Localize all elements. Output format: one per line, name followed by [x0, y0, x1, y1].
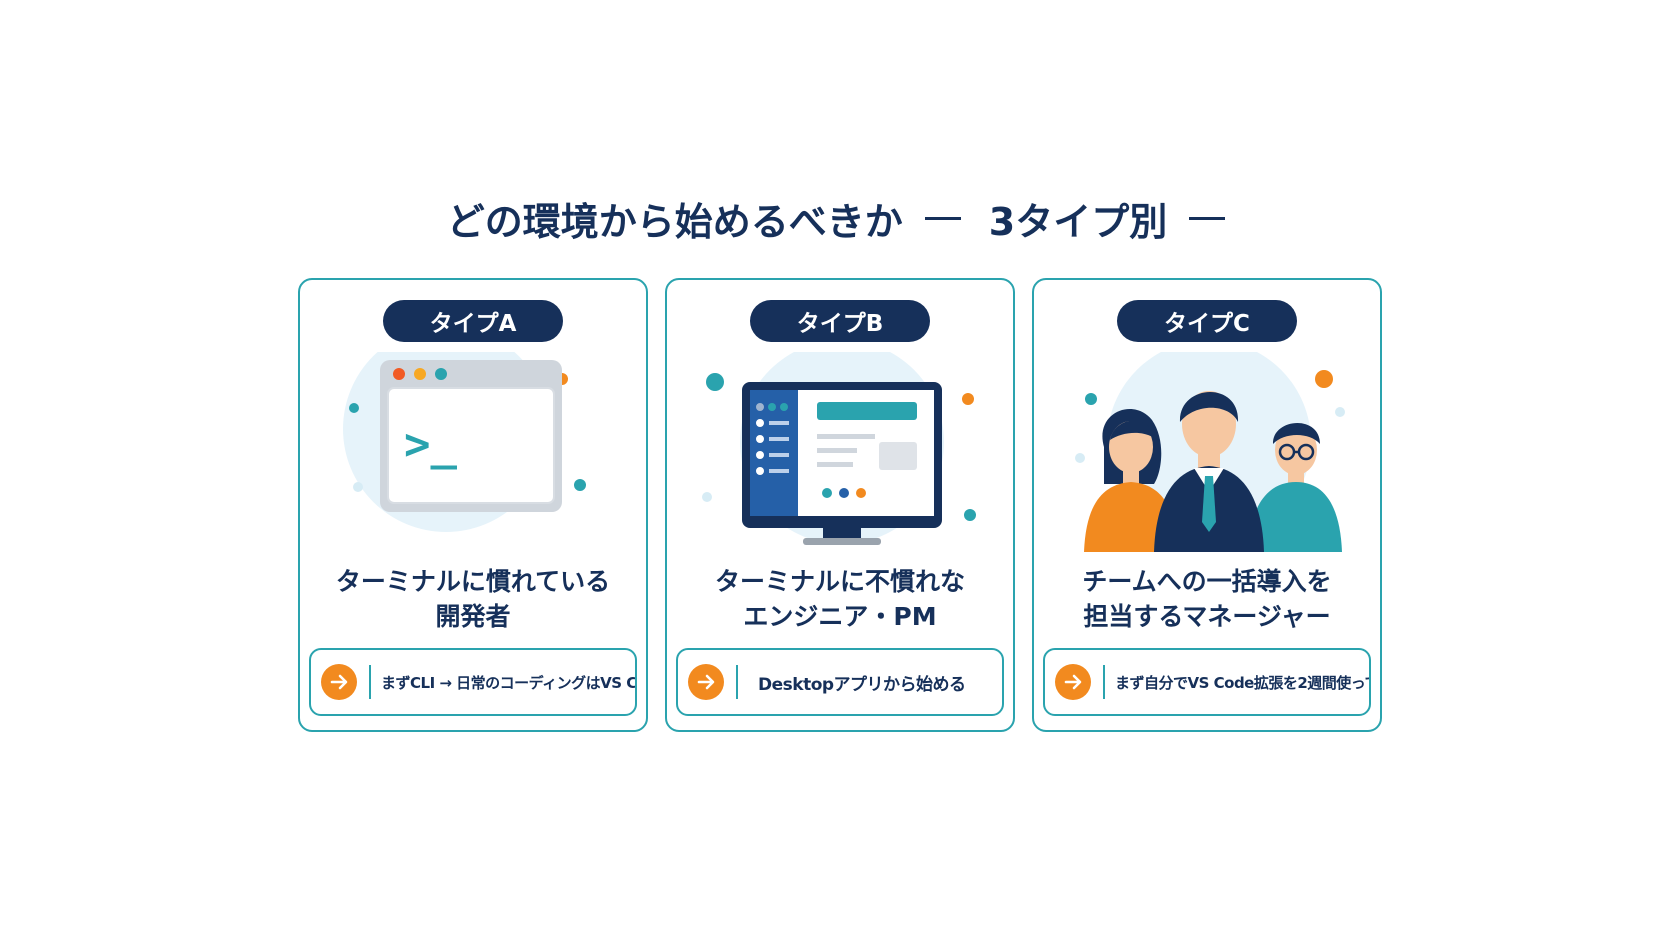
type-b-action-button[interactable]: Desktopアプリから始める [676, 648, 1004, 716]
type-b-badge: タイプB [750, 300, 930, 342]
type-c-audience-line2: 担当するマネージャー [1083, 602, 1331, 631]
type-c-card: タイプC チームへの一括導入を 担当するマネージャー [1032, 278, 1382, 732]
type-a-audience-line1: ターミナルに慣れている [335, 567, 611, 596]
title-sub: 3タイプ別 [988, 199, 1168, 244]
team-people-icon [1075, 352, 1345, 552]
type-a-audience: ターミナルに慣れている 開発者 [300, 564, 646, 634]
type-c-audience-line1: チームへの一括導入を [1082, 567, 1332, 596]
terminal-window-icon: >_ [343, 352, 586, 532]
type-a-audience-line2: 開発者 [435, 602, 511, 631]
type-c-badge: タイプC [1117, 300, 1297, 342]
title-dash-right [1189, 216, 1226, 220]
type-c-audience: チームへの一括導入を 担当するマネージャー [1034, 564, 1380, 634]
title-dash-left [924, 216, 961, 220]
page-title: どの環境から始めるべきか 3タイプ別 [0, 190, 1672, 246]
type-b-audience: ターミナルに不慣れな エンジニア・PM [667, 564, 1013, 634]
type-b-audience-line2: エンジニア・PM [743, 602, 937, 631]
arrow-right-icon [1055, 664, 1091, 700]
type-a-card: タイプA >_ ターミナルに慣れている 開発者 まずCLI → 日常のコーディン… [298, 278, 648, 732]
action-divider [736, 665, 738, 699]
type-c-action-button[interactable]: まず自分でVS Code拡張を2週間使ってみる [1043, 648, 1371, 716]
title-main: どの環境から始めるべきか [446, 199, 903, 244]
type-b-card: タイプB ターミナルに不慣れな エンジニア・PM [665, 278, 1015, 732]
type-b-audience-line1: ターミナルに不慣れな [714, 567, 965, 596]
prompt-glyph: >_ [404, 419, 457, 470]
type-c-action-label: まず自分でVS Code拡張を2週間使ってみる [1115, 673, 1369, 692]
action-divider [1103, 665, 1105, 699]
type-a-badge: タイプA [383, 300, 563, 342]
arrow-right-icon [688, 664, 724, 700]
type-a-action-button[interactable]: まずCLI → 日常のコーディングはVS Code拡張へ [309, 648, 637, 716]
action-divider [369, 665, 371, 699]
desktop-app-icon [702, 352, 976, 545]
type-b-action-label: Desktopアプリから始める [758, 674, 966, 695]
arrow-right-icon [321, 664, 357, 700]
type-a-action-label: まずCLI → 日常のコーディングはVS Code拡張へ [381, 673, 635, 692]
